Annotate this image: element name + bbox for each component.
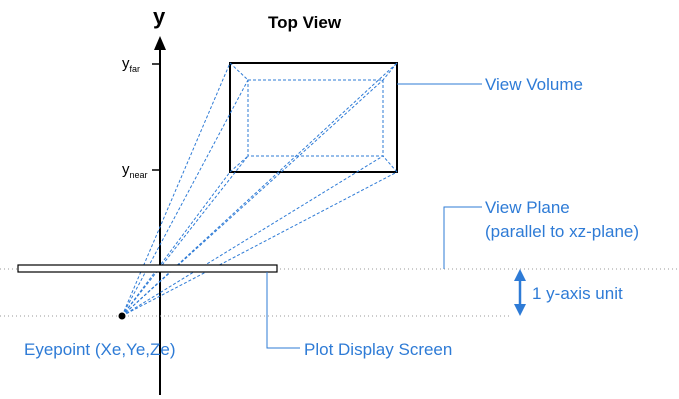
view-plane-label-line2: (parallel to xz-plane) [485,222,639,241]
view-volume-inner-box [247,79,384,157]
tick-near-label: ynear [122,161,148,180]
unit-arrow-up [514,269,526,281]
screen-label: Plot Display Screen [304,340,452,359]
view-plane-leader [443,206,482,269]
view-plane-label-line1: View Plane [485,198,570,217]
y-axis-arrowhead [154,36,166,50]
frustum-edge [382,155,398,173]
view-volume-box [229,62,398,173]
frustum-edge [382,62,398,81]
eyepoint-label: Eyepoint (Xe,Ye,Ze) [24,340,176,359]
frustum-edge [229,155,249,173]
unit-label: 1 y-axis unit [532,284,623,303]
projection-rays [121,62,398,317]
unit-arrow-down [514,304,526,316]
eyepoint-marker [118,312,126,320]
plot-display-screen [17,264,278,273]
view-volume-label: View Volume [485,75,583,94]
tick-far-label: yfar [122,55,140,74]
y-axis-label: y [153,4,166,29]
screen-leader [266,272,300,349]
diagram-title: Top View [268,13,342,32]
frustum-edge [229,62,249,81]
